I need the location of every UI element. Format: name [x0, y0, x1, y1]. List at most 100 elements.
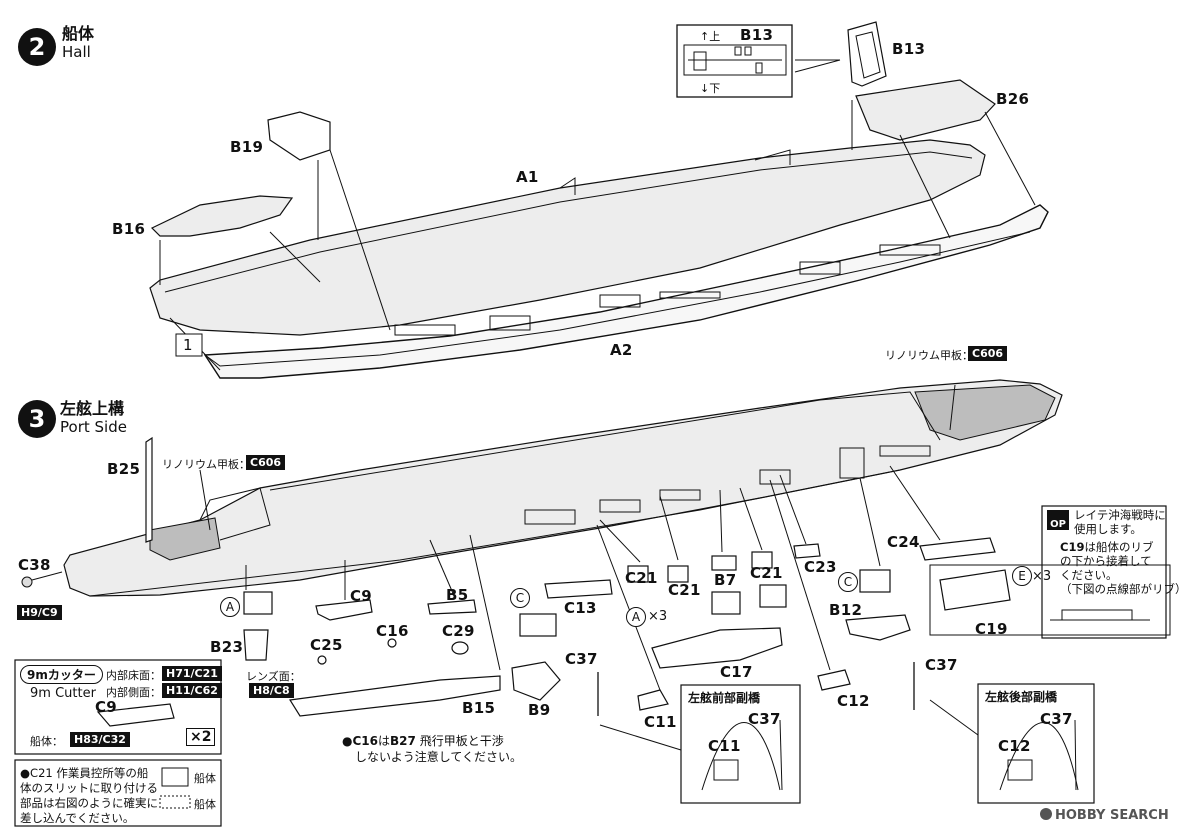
watermark: HOBBY SEARCH	[1040, 808, 1169, 823]
c21-note-line1: ●C21 作業員控所等の船	[20, 766, 149, 780]
b25-drawing	[145, 436, 153, 543]
cutter-inner-floor-code: H71/C21	[162, 666, 222, 681]
aft-box-title: 左舷後部副橋	[985, 690, 1058, 704]
c16-note-line2: しないよう注意してください。	[355, 750, 523, 764]
step3-subtitle: Port Side	[60, 418, 127, 436]
cutter-jp-title: 9mカッター	[20, 665, 103, 684]
step2-subtitle: Hall	[62, 43, 91, 61]
leyte-note-line3: は船体のリブ	[1084, 540, 1154, 554]
cutter-hull-code: H83/C32	[70, 732, 130, 747]
leyte-note-line2: 使用します。	[1074, 522, 1142, 536]
label-c9: C9	[350, 587, 373, 605]
label-b13: B13	[892, 40, 926, 58]
circle-mark-c2: C	[838, 572, 858, 592]
assembly-marker-1: 1	[183, 336, 193, 354]
c38-color-code: H9/C9	[17, 605, 62, 620]
label-c12: C12	[837, 692, 870, 710]
label-b7: B7	[714, 571, 737, 589]
lens-code: H8/C8	[249, 683, 294, 698]
label-b9: B9	[528, 701, 551, 719]
b13-box-title: B13	[740, 26, 774, 44]
b13-down-label: ↓下	[700, 82, 721, 95]
label-a1: A1	[516, 168, 539, 186]
label-c21-a: C21	[625, 569, 658, 587]
c16-note-bullet: ●C16	[342, 734, 378, 748]
leyte-note-c19: C19	[1060, 540, 1085, 554]
b19-drawing	[267, 111, 331, 161]
watermark-icon	[1040, 808, 1052, 820]
cutter-hull-label: 船体：	[30, 735, 63, 748]
circle-mark-e1: E	[1012, 566, 1032, 586]
label-b16: B16	[112, 220, 146, 238]
c21-note-hull2: 船体	[194, 798, 216, 811]
c21-note-line2: 体のスリットに取り付ける	[20, 781, 158, 795]
label-b26: B26	[996, 90, 1030, 108]
leyte-note-line5: ください。	[1060, 568, 1118, 582]
c16-note-mid: は	[377, 734, 390, 748]
label-b19: B19	[230, 138, 264, 156]
c21-note: ●C21 作業員控所等の船 体のスリットに取り付ける 部品は右図のように確実に …	[20, 766, 158, 826]
circle-mark-c1: C	[510, 588, 530, 608]
times3-a: ×3	[648, 609, 668, 624]
op-badge: OP	[1047, 510, 1069, 530]
c16-note-text1: 飛行甲板と干渉	[419, 734, 504, 748]
step3-title: 左舷上構	[60, 399, 125, 418]
c16-note: ●C16はB27 飛行甲板と干渉	[342, 732, 504, 749]
cutter-part-c9: C9	[95, 698, 118, 716]
linoleum-label-fwd: リノリウム甲板：	[162, 458, 250, 471]
label-a2: A2	[610, 341, 633, 359]
fwd-box-title: 左舷前部副橋	[688, 691, 761, 705]
fwd-box-c37: C37	[748, 710, 781, 728]
label-b12: B12	[829, 601, 863, 619]
lens-label: レンズ面：	[246, 670, 301, 683]
label-b15: B15	[462, 699, 496, 717]
label-b5: B5	[446, 586, 469, 604]
cutter-qty: ×2	[186, 728, 216, 746]
watermark-text: HOBBY SEARCH	[1055, 808, 1169, 823]
label-c13: C13	[564, 599, 597, 617]
fwd-box-c11: C11	[708, 737, 741, 755]
port-side-hull-drawing	[63, 379, 1063, 597]
label-c24: C24	[887, 533, 920, 551]
aft-box-c37: C37	[1040, 710, 1073, 728]
linoleum-label-aft: リノリウム甲板：	[885, 349, 973, 362]
c21-note-line3: 部品は右図のように確実に	[20, 796, 158, 810]
label-c21-c: C21	[750, 564, 783, 582]
cutter-inner-floor-label: 内部床面：	[106, 669, 161, 682]
leyte-note-line1: レイテ沖海戦時に	[1074, 508, 1166, 522]
circle-mark-a2: A	[626, 607, 646, 627]
leyte-note-top: レイテ沖海戦時に 使用します。	[1074, 508, 1166, 536]
label-c29: C29	[442, 622, 475, 640]
linoleum-code-aft: C606	[968, 346, 1008, 361]
b13-up-label: ↑上	[700, 30, 721, 43]
cutter-inner-side-label: 内部側面：	[106, 686, 161, 699]
step2-title: 船体	[62, 24, 95, 43]
label-c38: C38	[18, 556, 51, 574]
b26-drawing	[855, 79, 996, 141]
cutter-en-title: 9m Cutter	[30, 686, 96, 701]
step3-number: 3	[18, 400, 56, 438]
label-b23: B23	[210, 638, 244, 656]
label-c17: C17	[720, 663, 753, 681]
aft-box-c12: C12	[998, 737, 1031, 755]
cutter-inner-side-code: H11/C62	[162, 683, 222, 698]
c21-note-hull1: 船体	[194, 772, 216, 785]
label-b25: B25	[107, 460, 141, 478]
step2-number: 2	[18, 28, 56, 66]
c16-note-b27: B27	[390, 734, 416, 748]
label-c21-b: C21	[668, 581, 701, 599]
times3-e: ×3	[1032, 569, 1052, 584]
c21-note-line4: 差し込んでください。	[20, 811, 135, 825]
linoleum-code-fwd: C606	[246, 455, 286, 470]
circle-mark-a1: A	[220, 597, 240, 617]
leyte-note-body: C19は船体のリブ の下から接着して ください。 （下図の点線部がリブ）	[1060, 540, 1187, 596]
label-c37-aft: C37	[925, 656, 958, 674]
label-c11: C11	[644, 713, 677, 731]
label-c19: C19	[975, 620, 1008, 638]
b13-part-drawing	[847, 21, 887, 87]
label-c37-fwd: C37	[565, 650, 598, 668]
parts-drawings	[243, 537, 1011, 717]
leyte-note-line6: （下図の点線部がリブ）	[1060, 582, 1187, 596]
label-c16: C16	[376, 622, 409, 640]
